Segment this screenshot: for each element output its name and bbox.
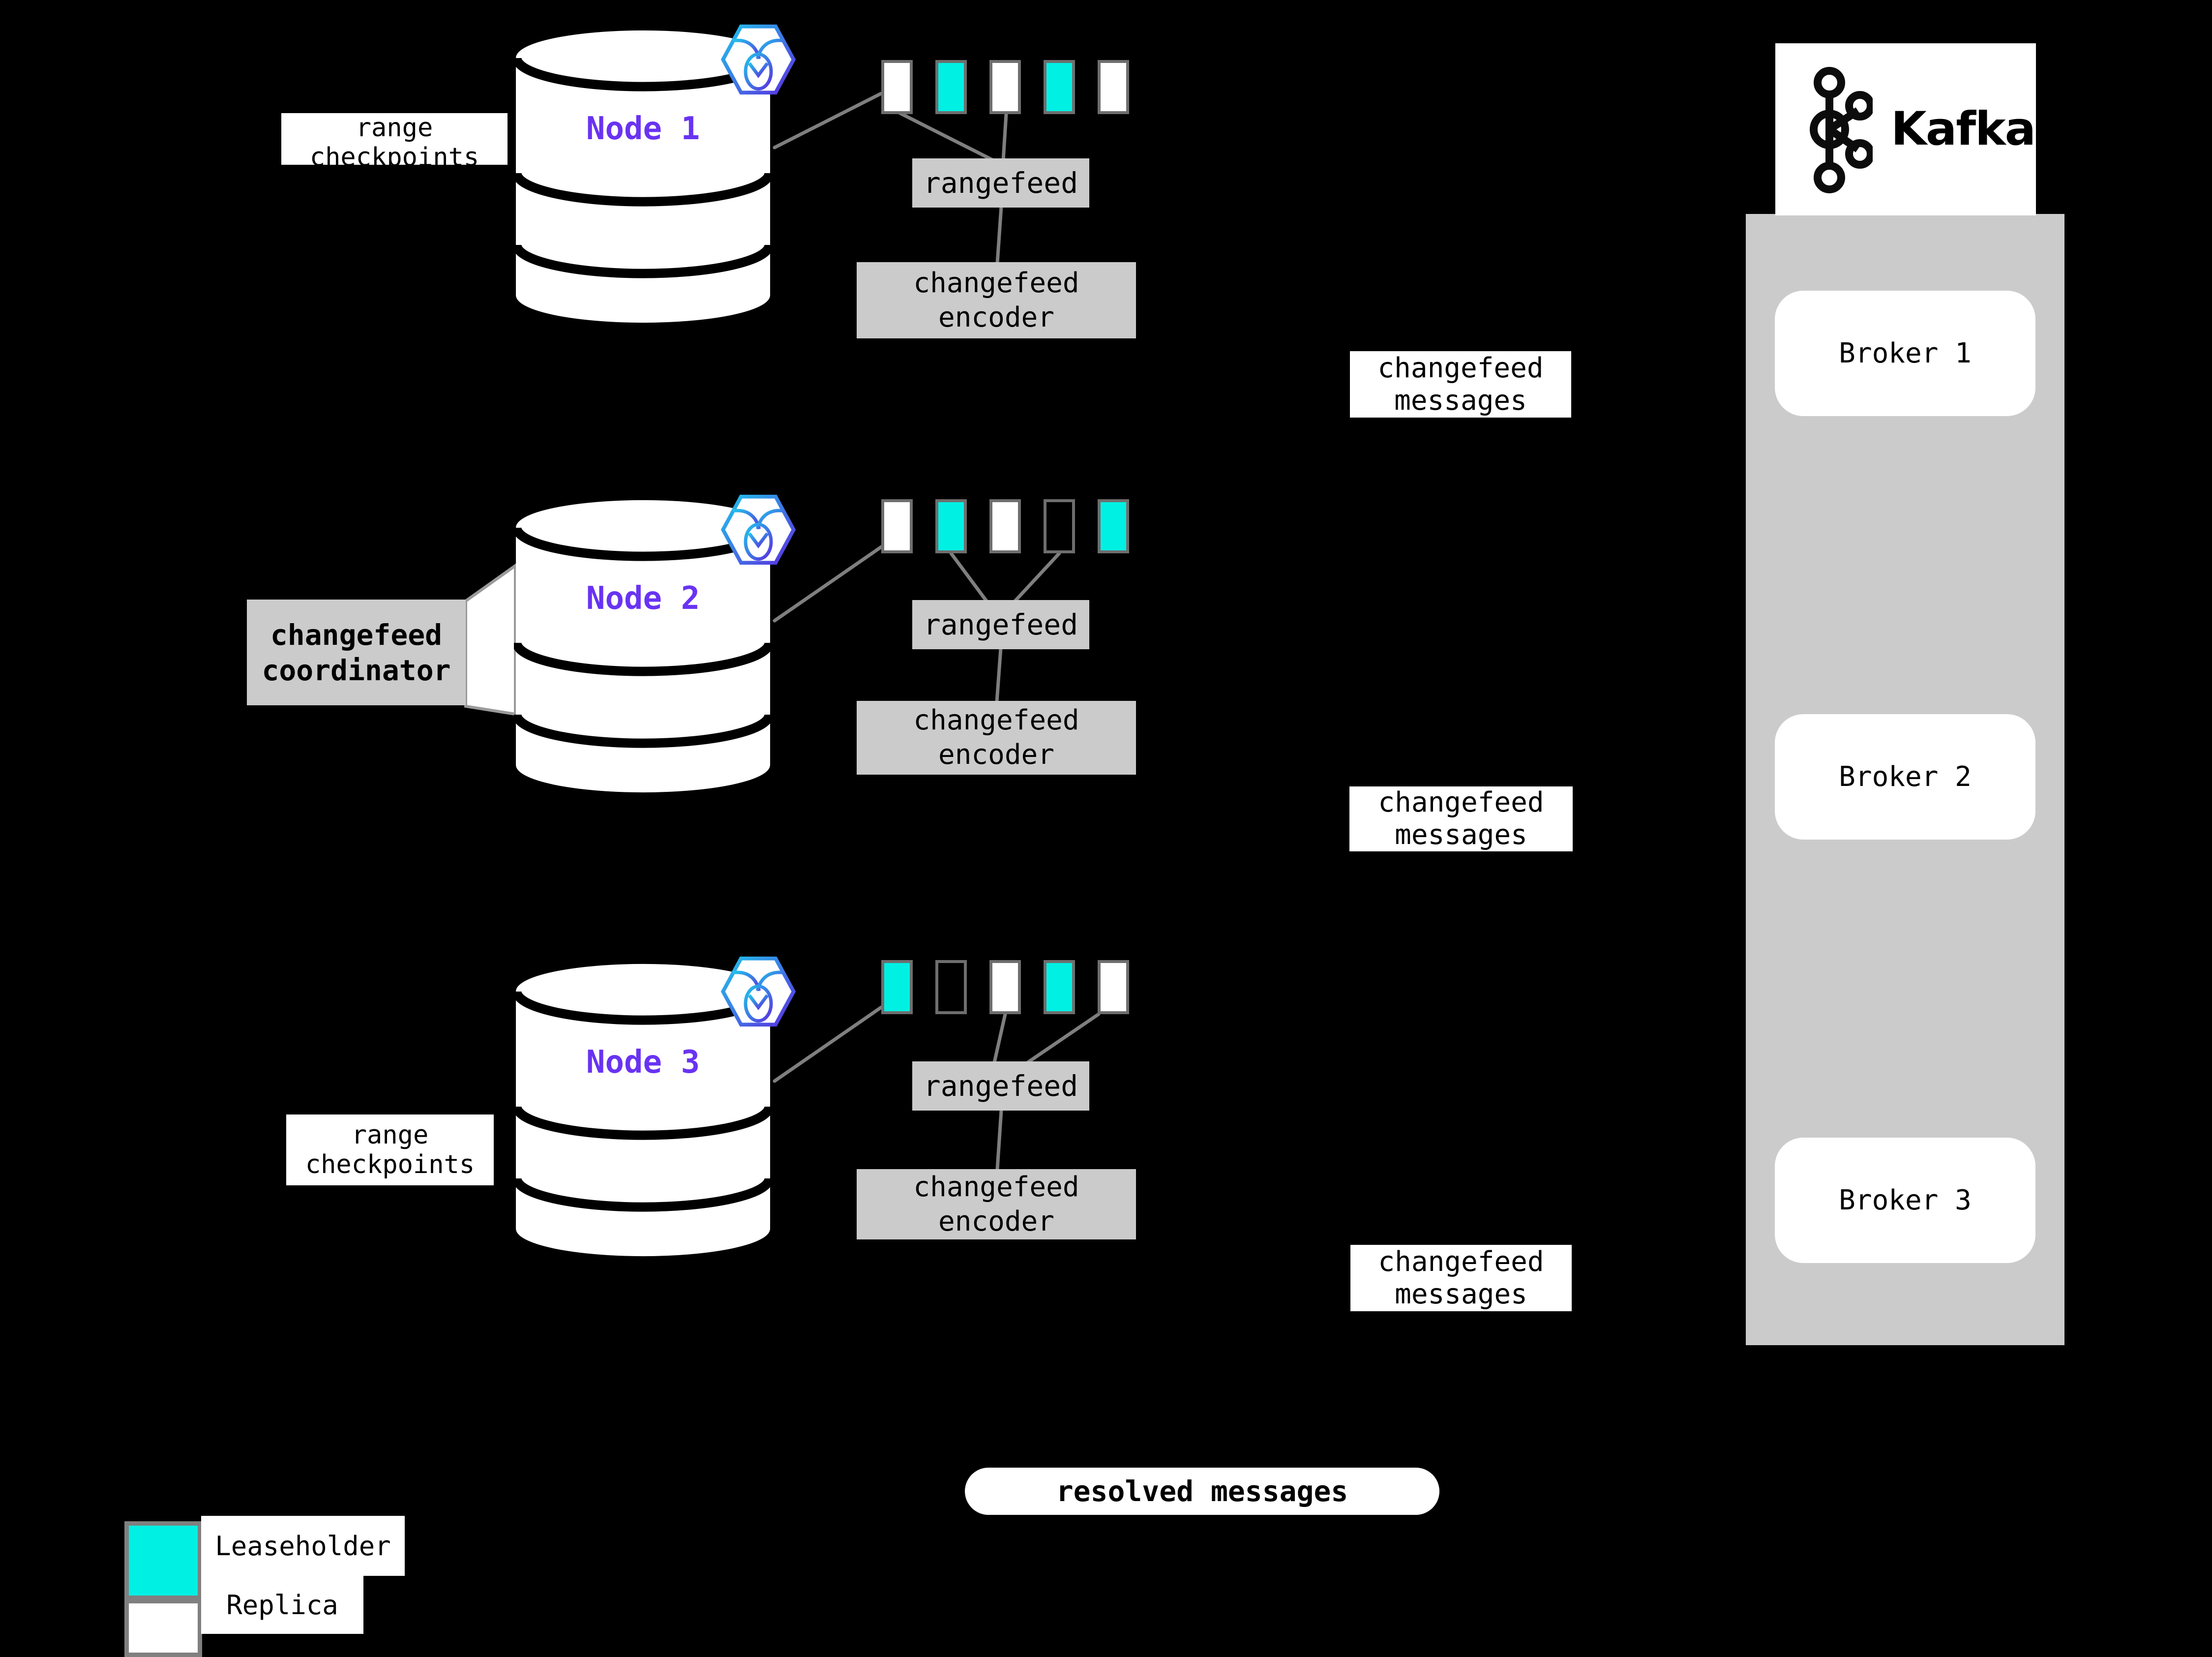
- node1-database-cylinder: Node 1: [514, 30, 772, 324]
- changefeed-encoder-box-node2: changefeed encoder: [857, 701, 1136, 775]
- empty-range-box: [1044, 499, 1075, 553]
- gray-connectors: [773, 91, 1101, 1171]
- resolved-messages-pill: resolved messages: [965, 1468, 1439, 1515]
- changefeed-messages-label-1: changefeed messages: [1350, 351, 1571, 418]
- kafka-broker-2: Broker 2: [1775, 714, 2035, 840]
- leaseholder-range-box: [1098, 499, 1129, 553]
- kafka-broker-1: Broker 1: [1775, 291, 2035, 416]
- kafka-logo-card: Kafka: [1775, 43, 2036, 215]
- kafka-icon: [1810, 67, 1873, 193]
- node3-label: Node 3: [586, 1044, 700, 1081]
- changefeed-messages-label-3: changefeed messages: [1350, 1245, 1572, 1311]
- cockroachdb-logo-icon: [720, 956, 796, 1027]
- leaseholder-range-box: [881, 960, 913, 1014]
- leaseholder-range-box: [1044, 60, 1075, 114]
- kafka-broker-panel: Broker 1 Broker 2 Broker 3: [1746, 214, 2064, 1345]
- node3-database-cylinder: Node 3: [514, 963, 772, 1257]
- changefeed-encoder-box-node1: changefeed encoder: [857, 262, 1136, 338]
- empty-range-box: [935, 960, 967, 1014]
- replica-range-box: [881, 60, 913, 114]
- replica-range-box: [989, 960, 1021, 1014]
- cockroachdb-logo-icon: [720, 494, 796, 565]
- changefeed-encoder-box-node3: changefeed encoder: [857, 1169, 1136, 1239]
- leaseholder-range-box: [935, 499, 967, 553]
- range-checkpoints-label-node3: range checkpoints: [286, 1115, 494, 1185]
- replica-range-box: [881, 499, 913, 553]
- rangefeed-box-node2: rangefeed: [912, 600, 1089, 649]
- node2-label: Node 2: [586, 580, 700, 617]
- range-checkpoints-label-node1: range checkpoints: [281, 113, 508, 165]
- broker-1-label: Broker 1: [1839, 337, 1972, 369]
- replica-range-box: [989, 499, 1021, 553]
- node1-label: Node 1: [586, 111, 700, 147]
- changefeed-messages-label-2: changefeed messages: [1349, 786, 1573, 851]
- leaseholder-range-box: [1044, 960, 1075, 1014]
- legend-replica-label: Replica: [201, 1576, 363, 1634]
- legend-leaseholder-swatch: [124, 1521, 202, 1600]
- cockroachdb-logo-icon: [720, 24, 796, 95]
- legend-replica-swatch: [124, 1599, 202, 1657]
- broker-3-label: Broker 3: [1839, 1184, 1972, 1216]
- node2-database-cylinder: Node 2: [514, 499, 772, 793]
- replica-range-box: [1098, 960, 1129, 1014]
- kafka-broker-3: Broker 3: [1775, 1138, 2035, 1263]
- kafka-brand-label: Kafka: [1891, 102, 2036, 156]
- broker-2-label: Broker 2: [1839, 761, 1972, 793]
- rangefeed-box-node3: rangefeed: [912, 1061, 1089, 1111]
- replica-range-box: [1098, 60, 1129, 114]
- legend-leaseholder-label: Leaseholder: [201, 1516, 405, 1576]
- leaseholder-range-box: [935, 60, 967, 114]
- replica-range-box: [989, 60, 1021, 114]
- rangefeed-box-node1: rangefeed: [912, 158, 1089, 208]
- coordinator-callout-flap: [464, 563, 517, 716]
- changefeed-coordinator-callout: changefeed coordinator: [247, 600, 466, 705]
